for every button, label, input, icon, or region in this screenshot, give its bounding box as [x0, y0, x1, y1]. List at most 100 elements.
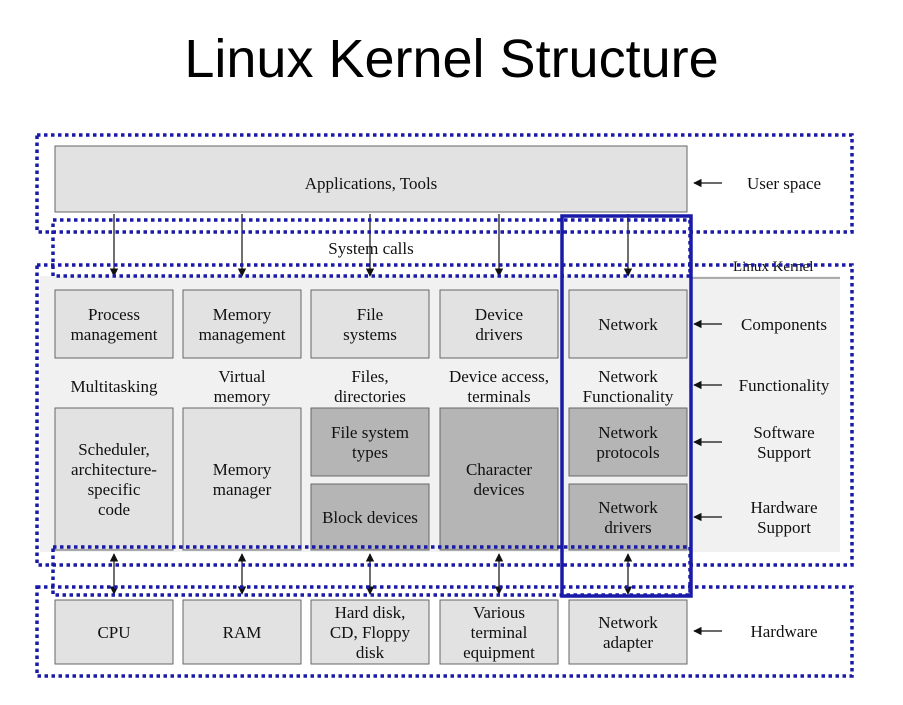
- support-label-line: code: [98, 500, 130, 519]
- hardware-box: [568, 599, 688, 665]
- side-label-line: Support: [757, 443, 811, 462]
- side-label-line: Hardware: [750, 622, 817, 641]
- functionality-label-line: terminals: [467, 387, 530, 406]
- component-box: [310, 289, 430, 359]
- component-box: [182, 289, 302, 359]
- hardware-label-line: CPU: [97, 623, 130, 642]
- support-bottom-label-line: Block devices: [322, 508, 418, 527]
- side-label-line: Functionality: [739, 376, 830, 395]
- component-label-line: systems: [343, 325, 397, 344]
- support-label-line: manager: [213, 480, 272, 499]
- component-label: Network: [598, 315, 658, 334]
- component-label-line: File: [357, 305, 383, 324]
- component-label-line: management: [199, 325, 286, 344]
- support-top-label-line: File system: [331, 423, 409, 442]
- hardware-outline: [35, 585, 854, 678]
- support-label-line: architecture-: [71, 460, 157, 479]
- support-box: [182, 407, 302, 551]
- support-bottom-label: Block devices: [322, 508, 418, 527]
- side-label-line: Support: [757, 518, 811, 537]
- hardware-label-line: equipment: [463, 643, 535, 662]
- component-label-line: Network: [598, 315, 658, 334]
- component-label-line: Process: [88, 305, 140, 324]
- support-bottom-label-line: drivers: [604, 518, 651, 537]
- functionality-label-line: Files,: [351, 367, 388, 386]
- support-box: [439, 407, 559, 551]
- functionality-label-line: directories: [334, 387, 406, 406]
- applications-label: Applications, Tools: [305, 174, 438, 193]
- hardware-box: [439, 599, 559, 665]
- support-top-label-line: Network: [598, 423, 658, 442]
- side-label-user-space: User space: [747, 174, 821, 193]
- user-space-outline: [35, 133, 854, 234]
- functionality-label: Files,directories: [334, 367, 406, 406]
- functionality-label-line: Virtual: [218, 367, 265, 386]
- support-box: [54, 407, 174, 551]
- side-label-hardware: Hardware: [750, 622, 817, 641]
- network-column-outline: [560, 214, 693, 598]
- hardware-label-line: adapter: [603, 633, 653, 652]
- side-label-line: User space: [747, 174, 821, 193]
- support-top-box: [568, 407, 688, 477]
- support-label-line: specific: [88, 480, 141, 499]
- component-box: [439, 289, 559, 359]
- support-top-label-line: protocols: [596, 443, 659, 462]
- kernel-outline: [35, 263, 854, 567]
- hardware-label-line: terminal: [471, 623, 528, 642]
- functionality-label-line: Device access,: [449, 367, 549, 386]
- functionality-label-line: memory: [214, 387, 271, 406]
- component-label-line: Memory: [213, 305, 272, 324]
- hardware-label-line: Hard disk,: [335, 603, 406, 622]
- hardware-label-line: Network: [598, 613, 658, 632]
- functionality-label: Device access,terminals: [449, 367, 549, 406]
- component-label-line: management: [71, 325, 158, 344]
- applications-box: Applications, Tools: [54, 145, 688, 213]
- side-label-line: Hardware: [750, 498, 817, 517]
- hardware-label-line: disk: [356, 643, 385, 662]
- functionality-label-line: Multitasking: [71, 377, 158, 396]
- hardware-label-line: Various: [473, 603, 525, 622]
- side-label-line: Components: [741, 315, 827, 334]
- side-label-components: Components: [741, 315, 827, 334]
- support-label-line: Scheduler,: [78, 440, 150, 459]
- support-bottom-box: [568, 483, 688, 551]
- support-label-line: devices: [474, 480, 525, 499]
- linux-kernel-tag: Linux Kernel: [733, 259, 813, 275]
- support-bottom-label-line: Network: [598, 498, 658, 517]
- functionality-label-line: Functionality: [583, 387, 674, 406]
- hardware-box: [54, 599, 174, 665]
- component-box: [568, 289, 688, 359]
- support-label-line: Character: [466, 460, 532, 479]
- functionality-label-line: Network: [598, 367, 658, 386]
- hardware-label: CPU: [97, 623, 130, 642]
- side-label-functionality: Functionality: [739, 376, 830, 395]
- hardware-interface-outline: [51, 545, 692, 597]
- hardware-label-line: RAM: [223, 623, 262, 642]
- side-labels: User spaceComponentsFunctionalitySoftwar…: [693, 174, 830, 641]
- support-top-box: [310, 407, 430, 477]
- hardware-box: [310, 599, 430, 665]
- functionality-label: Multitasking: [71, 377, 158, 396]
- system-calls-label: System calls: [328, 239, 413, 258]
- hardware-box: [182, 599, 302, 665]
- component-box: [54, 289, 174, 359]
- support-bottom-box: [310, 483, 430, 551]
